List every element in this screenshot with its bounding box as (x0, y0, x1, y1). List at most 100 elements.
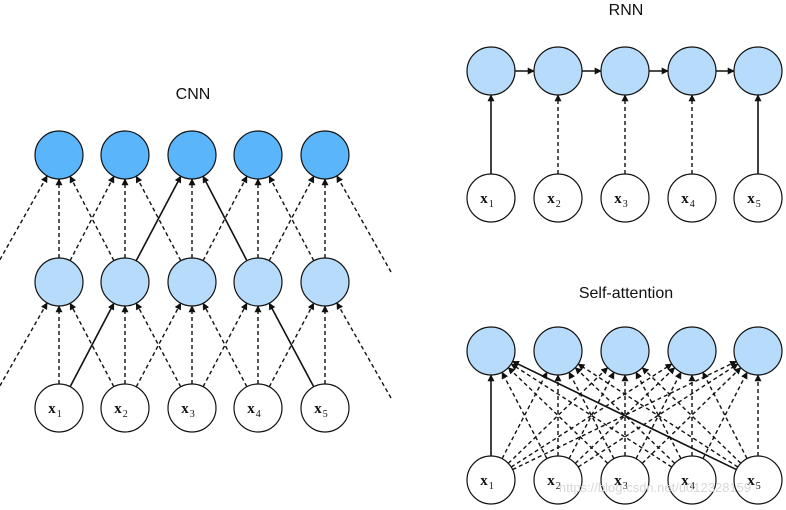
cnn-hidden-node-3 (167, 257, 217, 307)
input-node-circle (533, 173, 583, 223)
input-token-index: 1 (57, 409, 62, 420)
input-token-symbol: x (747, 473, 755, 489)
self-attention-edge (510, 363, 673, 468)
cnn-edge-input-to-hidden (69, 302, 115, 388)
input-node-circle (34, 383, 84, 433)
input-node-label: x1 (48, 401, 62, 420)
input-node-label: x4 (247, 401, 261, 420)
input-node-label: x3 (614, 191, 628, 210)
cnn-edge-input-to-hidden (202, 302, 248, 388)
self-attention-edge (568, 371, 615, 460)
self-attention-edge (702, 371, 748, 459)
self-attention-edge (635, 371, 682, 460)
cnn-hidden-node-2 (100, 257, 150, 307)
input-token-symbol: x (247, 401, 255, 417)
input-node-label: x2 (547, 191, 561, 210)
input-node-label: x2 (114, 401, 128, 420)
rnn-input-node-5: x5 (733, 173, 783, 223)
self-attention-output-node-5 (733, 326, 783, 376)
self-attention-edge (507, 367, 609, 464)
rnn-input-node-3: x3 (600, 173, 650, 223)
self-attention-input-node-2: x2 (533, 455, 583, 505)
cnn-edge-hidden-to-output (69, 175, 115, 262)
cnn-output-node-2 (100, 130, 150, 180)
input-token-symbol: x (48, 401, 56, 417)
self-attention-edge (501, 371, 548, 460)
input-token-index: 4 (690, 481, 695, 492)
cnn-edge-input-to-hidden (135, 302, 182, 388)
input-node-label: x4 (681, 191, 695, 210)
cnn-connections (0, 175, 392, 399)
input-token-symbol: x (614, 191, 622, 207)
cnn-edge-input-to-hidden (268, 302, 315, 388)
input-token-index: 5 (323, 409, 328, 420)
self-attention-edge (702, 371, 748, 459)
self-attention-edge (577, 363, 739, 468)
input-token-index: 5 (756, 199, 761, 210)
self-attention-edge (511, 360, 737, 471)
cnn-input-node-5: x5 (300, 383, 350, 433)
self-attention-edge (568, 371, 615, 460)
input-token-index: 2 (556, 481, 561, 492)
input-node-circle (600, 173, 650, 223)
cnn-edge-padding (0, 175, 48, 262)
watermark-text: https://blog.csdn.net/u012328159 (559, 480, 751, 495)
cnn-edge-hidden-to-output (268, 175, 315, 262)
input-token-symbol: x (681, 191, 689, 207)
input-token-index: 3 (190, 409, 195, 420)
cnn-input-node-2: x2 (100, 383, 150, 433)
input-token-symbol: x (114, 401, 122, 417)
input-node-circle (233, 383, 283, 433)
cnn-input-node-1: x1 (34, 383, 84, 433)
rnn-connections (487, 67, 762, 174)
input-token-symbol: x (614, 473, 622, 489)
cnn-edge-hidden-to-output (202, 175, 248, 262)
input-token-index: 2 (556, 199, 561, 210)
cnn-edge-hidden-to-output (135, 175, 182, 262)
input-node-label: x3 (614, 473, 628, 492)
rnn-hidden-node-2 (533, 46, 583, 96)
cnn-edge-hidden-to-output (202, 175, 248, 262)
self-attention-edge (574, 367, 676, 464)
rnn-input-node-4: x4 (667, 173, 717, 223)
self-attention-edge (641, 367, 742, 464)
self-attention-output-node-2 (533, 326, 583, 376)
cnn-hidden-node-1 (34, 257, 84, 307)
self-attention-edge (635, 371, 682, 460)
input-node-label: x5 (314, 401, 328, 420)
input-token-index: 1 (489, 481, 494, 492)
rnn-input-node-1: x1 (466, 173, 516, 223)
self-attention-connections (487, 360, 762, 471)
input-token-index: 5 (756, 481, 761, 492)
input-token-index: 4 (256, 409, 261, 420)
input-node-label: x2 (547, 473, 561, 492)
input-node-circle (667, 455, 717, 505)
cnn-edge-padding (0, 302, 48, 388)
self-attention-output-node-4 (667, 326, 717, 376)
input-node-circle (733, 173, 783, 223)
input-token-index: 4 (690, 199, 695, 210)
cnn-edge-input-to-hidden (135, 302, 182, 388)
cnn-edge-input-to-hidden (202, 302, 248, 388)
cnn-edge-padding (336, 302, 392, 399)
self-attention-input-node-5: x5 (733, 455, 783, 505)
cnn-edge-hidden-to-output (135, 175, 182, 262)
input-node-circle (600, 455, 650, 505)
cnn-output-node-5 (300, 130, 350, 180)
rnn-hidden-node-1 (466, 46, 516, 96)
cnn-edge-input-to-hidden (69, 302, 115, 388)
input-token-symbol: x (480, 473, 488, 489)
input-token-index: 1 (489, 199, 494, 210)
self-attention-edge (501, 371, 548, 460)
cnn-output-node-3 (167, 130, 217, 180)
input-node-label: x4 (681, 473, 695, 492)
input-node-label: x1 (480, 191, 494, 210)
input-token-symbol: x (181, 401, 189, 417)
cnn-title: CNN (176, 86, 211, 103)
input-node-circle (167, 383, 217, 433)
rnn-hidden-node-5 (733, 46, 783, 96)
input-token-symbol: x (480, 191, 488, 207)
input-node-label: x5 (747, 191, 761, 210)
